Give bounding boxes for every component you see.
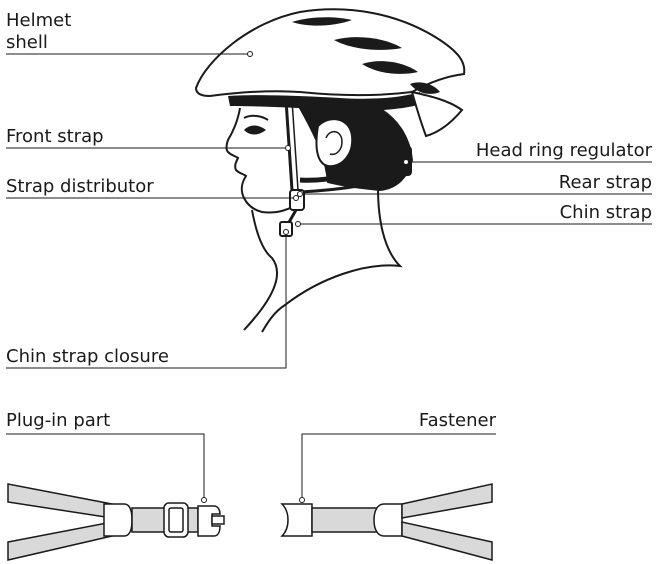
helmet-rim: [228, 92, 422, 111]
label-rear-strap: Rear strap: [558, 172, 652, 193]
plug-in-tip: [211, 515, 225, 525]
leader-lines: [6, 53, 652, 498]
label-helmet-shell-line2: shell: [6, 32, 48, 53]
leader-plug-in-part: [6, 433, 205, 498]
label-head-ring-regulator: Head ring regulator: [475, 140, 652, 161]
eyebrow: [243, 114, 269, 121]
ear-inner: [325, 130, 343, 156]
label-chin-strap-closure: Chin strap closure: [6, 346, 169, 367]
fastener-assembly: [280, 483, 493, 561]
front-strap: [284, 99, 294, 191]
leader-dots: [201, 51, 409, 503]
front-strap-edge: [291, 99, 299, 191]
helmet-rear: [410, 90, 464, 138]
ear: [315, 118, 354, 168]
plug-in-prongs: [197, 505, 221, 537]
strap-right-upper: [401, 483, 493, 519]
leader-chin-strap-closure: [6, 232, 287, 369]
strap-left-lower: [7, 521, 113, 561]
neck-back-outline: [261, 187, 403, 333]
plug-in-collar: [103, 503, 133, 537]
head-ring-band: [299, 153, 406, 183]
helmet-shell: [194, 8, 466, 98]
eye: [244, 125, 266, 135]
strap-left-upper: [7, 483, 113, 519]
label-helmet-shell-line1: Helmet: [6, 10, 72, 31]
label-strap-distributor: Strap distributor: [6, 176, 154, 197]
plug-in-part-assembly: [7, 483, 225, 561]
neck-outline: [243, 209, 278, 331]
fastener-housing: [280, 503, 313, 537]
label-front-strap: Front strap: [6, 126, 104, 147]
face-profile: [225, 107, 299, 214]
plug-in-buckle-slot: [168, 507, 184, 533]
helmet-vent: [362, 61, 418, 74]
strap-right-lower: [401, 521, 493, 561]
helmet-vent: [410, 82, 440, 94]
helmet-vent: [292, 17, 352, 26]
label-plug-in-part: Plug-in part: [6, 410, 111, 431]
label-fastener: Fastener: [418, 410, 496, 431]
fastener-collar: [373, 503, 403, 537]
label-chin-strap: Chin strap: [559, 202, 652, 223]
leader-fastener: [301, 433, 496, 498]
rear-strap: [299, 172, 409, 194]
helmet-vent: [334, 37, 402, 50]
fastener-strap-mid: [311, 507, 379, 533]
